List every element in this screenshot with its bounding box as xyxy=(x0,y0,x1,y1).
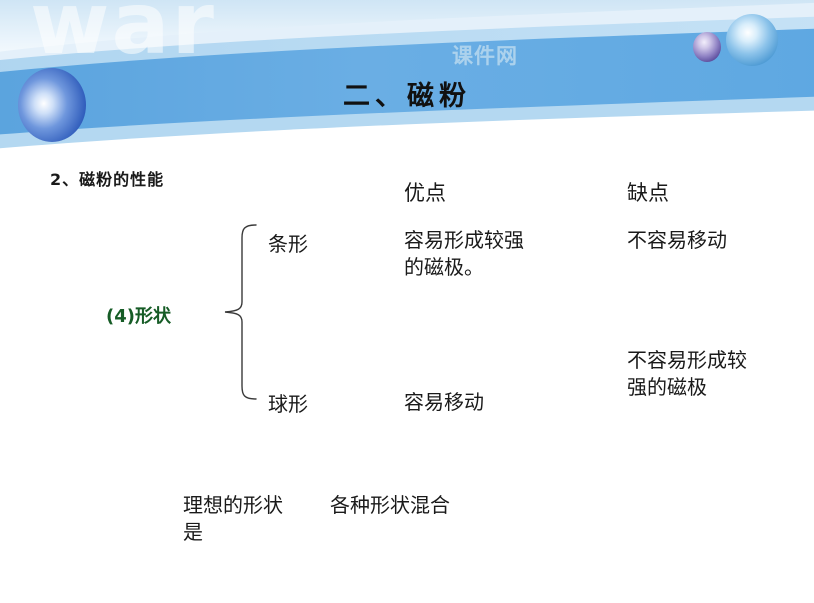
section-heading: 2、磁粉的性能 xyxy=(50,170,165,189)
decorative-sphere-right-large xyxy=(726,14,778,66)
slide-body: 2、磁粉的性能 优点 缺点 (4)形状 条形 容易形成较强的磁极。 不容易移动 … xyxy=(0,152,814,603)
column-header-pros: 优点 xyxy=(404,181,446,205)
ideal-shape-value: 各种形状混合 xyxy=(330,495,450,517)
cell-bar-shape-cons: 不容易移动 xyxy=(627,230,727,252)
decorative-sphere-right-small xyxy=(693,32,721,62)
row-label-ball-shape: 球形 xyxy=(268,394,308,416)
cell-ball-shape-cons: 不容易形成较强的磁极 xyxy=(627,350,747,399)
cell-ball-shape-pros: 容易移动 xyxy=(404,392,484,414)
ideal-shape-label: 理想的形状是 xyxy=(183,495,283,544)
row-label-bar-shape: 条形 xyxy=(268,234,308,256)
decorative-sphere-left xyxy=(18,68,86,142)
curly-brace xyxy=(224,224,257,400)
page-title: 二、磁粉 xyxy=(343,81,471,112)
slide-banner: war 课件网 xyxy=(0,0,814,152)
column-header-cons: 缺点 xyxy=(627,181,669,205)
cell-bar-shape-pros: 容易形成较强的磁极。 xyxy=(404,230,524,279)
group-label-shape: (4)形状 xyxy=(106,306,171,327)
